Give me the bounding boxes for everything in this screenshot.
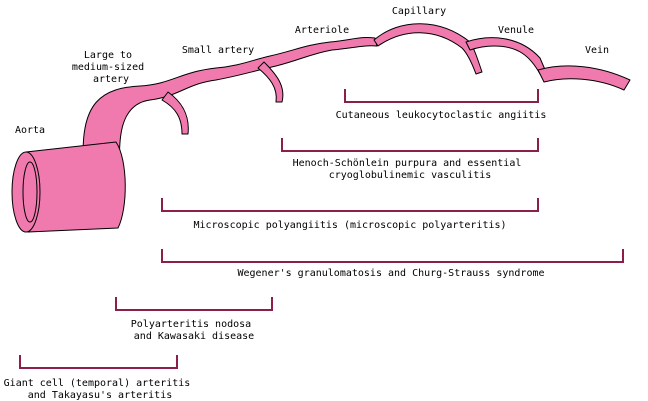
disease-labels: Cutaneous leukocytoclastic angiitis Heno… [4, 110, 547, 401]
capillary-arch [373, 23, 483, 75]
large-medium-artery-label: Large to medium-sized artery [72, 50, 150, 85]
venule-arch [465, 37, 547, 75]
aorta-label: Aorta [15, 125, 45, 136]
bracket-cutaneous-leukocytoclastic-angiitis [344, 89, 539, 103]
bracket-henoch-schonlein-purpura [281, 138, 539, 152]
bracket-wegeners-granulomatosis [161, 249, 624, 263]
vessel-illustration [11, 23, 631, 233]
microscopic-polyangiitis-label: Microscopic polyangiitis (microscopic po… [193, 220, 506, 231]
disease-brackets [19, 89, 624, 369]
vein-segment [537, 65, 631, 91]
bracket-microscopic-polyangiitis [161, 198, 539, 212]
capillary-label: Capillary [392, 6, 446, 17]
vessel-labels: Aorta Large to medium-sized artery Small… [15, 6, 609, 136]
branch-arteriole [257, 61, 284, 103]
bracket-giant-cell-arteritis [19, 355, 178, 369]
vein-label: Vein [585, 45, 609, 56]
giant-cell-arteritis-label: Giant cell (temporal) arteritis and Taka… [4, 378, 197, 401]
aorta-opening [11, 151, 41, 233]
small-artery-label: Small artery [182, 45, 254, 56]
cutaneous-leukocytoclastic-angiitis-label: Cutaneous leukocytoclastic angiitis [336, 110, 547, 121]
venule-label: Venule [498, 25, 534, 36]
polyarteritis-nodosa-label: Polyarteritis nodosa and Kawasaki diseas… [131, 319, 257, 342]
branch-small-artery [161, 91, 189, 135]
wegeners-granulomatosis-label: Wegener's granulomatosis and Churg-Strau… [237, 268, 544, 279]
arteriole-label: Arteriole [295, 25, 349, 36]
aorta-lumen [22, 161, 38, 223]
bracket-polyarteritis-nodosa [115, 297, 273, 311]
henoch-schonlein-purpura-label: Henoch-Schönlein purpura and essential c… [293, 158, 528, 181]
